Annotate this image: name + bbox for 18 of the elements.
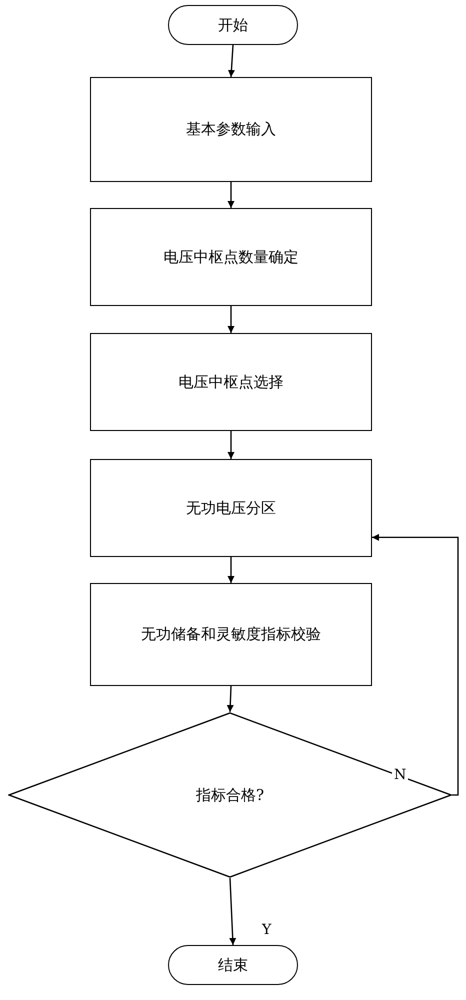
arrow xyxy=(228,557,234,583)
process-box: 电压中枢点选择 xyxy=(90,333,372,431)
arrow xyxy=(228,306,234,333)
process-box: 无功电压分区 xyxy=(90,459,372,557)
arrow xyxy=(228,182,234,208)
edge-label: N xyxy=(392,767,408,783)
decision-diamond xyxy=(8,712,452,878)
process-box: 电压中枢点数量确定 xyxy=(90,208,372,306)
arrow xyxy=(226,686,234,712)
process-box: 基本参数输入 xyxy=(90,77,372,182)
arrow xyxy=(228,44,235,78)
terminal-box: 开始 xyxy=(168,5,298,45)
arrow xyxy=(372,534,459,796)
decision-text: 指标合格? xyxy=(196,786,264,804)
process-box: 无功储备和灵敏度指标校验 xyxy=(90,583,372,686)
arrow xyxy=(229,878,236,946)
terminal-box: 结束 xyxy=(168,945,298,985)
arrow xyxy=(228,431,234,459)
